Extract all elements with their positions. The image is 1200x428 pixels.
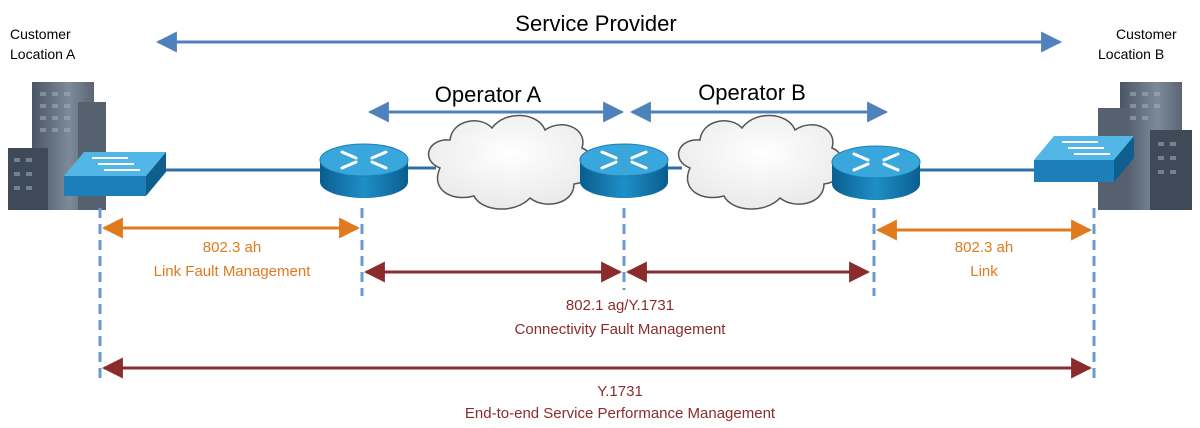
location-a-line1: Customer xyxy=(10,26,71,42)
e2e-line2: End-to-end Service Performance Managemen… xyxy=(464,405,776,422)
lfm-right-line2: Link xyxy=(970,263,998,280)
service-provider-label: Service Provider xyxy=(515,11,677,36)
location-b-label: Customer Location B xyxy=(1098,24,1177,64)
location-a-label: Customer Location A xyxy=(10,24,75,64)
lfm-left-line1: 802.3 ah xyxy=(202,239,262,256)
cfm-line1: 802.1 ag/Y.1731 xyxy=(565,297,675,314)
location-b-line2: Location B xyxy=(1098,46,1165,62)
router-a-icon xyxy=(319,143,409,198)
switch-left-icon xyxy=(64,152,166,196)
location-a-line2: Location A xyxy=(10,46,76,62)
lfm-left-line2: Link Fault Management xyxy=(153,263,311,280)
router-b-icon xyxy=(831,145,921,200)
router-mid-icon xyxy=(579,143,669,198)
operator-b-label: Operator B xyxy=(698,80,806,105)
cloud-operator-b-icon xyxy=(677,114,845,210)
operator-a-label: Operator A xyxy=(434,82,542,107)
cloud-operator-a-icon xyxy=(427,114,595,210)
location-b-line1: Customer xyxy=(1116,26,1177,42)
cfm-line2: Connectivity Fault Management xyxy=(514,321,726,338)
lfm-right-line1: 802.3 ah xyxy=(954,239,1014,256)
e2e-line1: Y.1731 xyxy=(597,383,643,400)
switch-right-icon xyxy=(1034,136,1134,182)
